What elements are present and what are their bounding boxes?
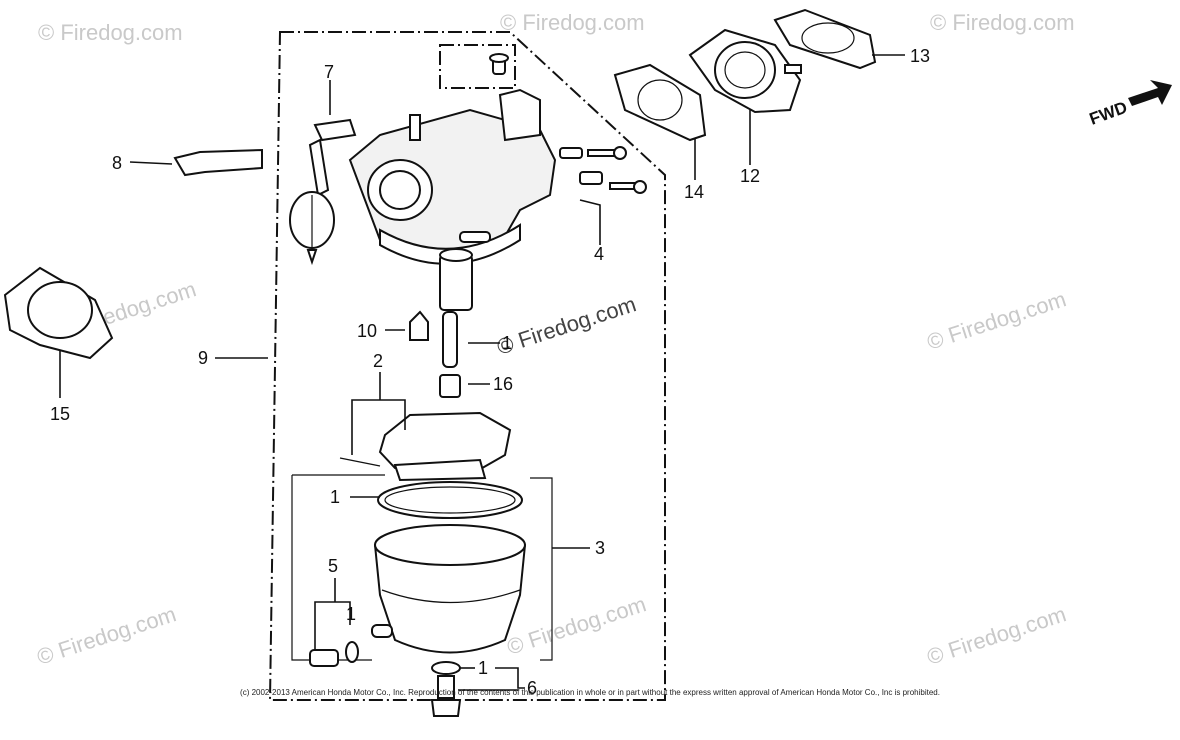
subassembly-frame-4 bbox=[439, 44, 516, 89]
callout-14: 14 bbox=[684, 182, 704, 202]
fwd-arrow-icon bbox=[1128, 80, 1172, 106]
watermark: © Firedog.com bbox=[504, 591, 649, 659]
callout-13: 13 bbox=[910, 46, 930, 66]
watermark: © Firedog.com bbox=[38, 20, 183, 45]
float bbox=[339, 411, 512, 482]
watermark-center: © Firedog.com bbox=[494, 291, 639, 359]
callout-7: 7 bbox=[324, 62, 334, 82]
callout-labels: 7 8 9 10 1 16 2 1 3 5 1 1 6 4 14 12 13 1… bbox=[50, 46, 930, 698]
assembly-frame bbox=[268, 31, 666, 701]
callout-5: 5 bbox=[328, 556, 338, 576]
callout-1-jet: 1 bbox=[502, 333, 512, 353]
callout-2: 2 bbox=[373, 351, 383, 371]
insulator-12 bbox=[688, 28, 802, 114]
fwd-label: FWD bbox=[1087, 98, 1130, 129]
callout-6: 6 bbox=[527, 678, 537, 698]
carburetor-body bbox=[348, 88, 557, 311]
callout-3: 3 bbox=[595, 538, 605, 558]
callout-15: 15 bbox=[50, 404, 70, 424]
callout-16: 16 bbox=[493, 374, 513, 394]
forward-indicator: FWD bbox=[1087, 80, 1172, 129]
leader-lines bbox=[59, 54, 905, 691]
adjusting-screws bbox=[489, 53, 647, 194]
copyright-notice: (c) 2002-2013 American Honda Motor Co., … bbox=[240, 688, 940, 697]
gasket-13 bbox=[773, 8, 877, 70]
choke-rod bbox=[173, 148, 263, 177]
gasket-15 bbox=[3, 266, 114, 360]
choke-lever bbox=[289, 118, 357, 266]
callout-10: 10 bbox=[357, 321, 377, 341]
watermark: © Firedog.com bbox=[500, 10, 645, 35]
gasket-14 bbox=[613, 63, 707, 142]
callout-1-gasket: 1 bbox=[330, 487, 340, 507]
float-chamber bbox=[371, 524, 527, 654]
callout-12: 12 bbox=[740, 166, 760, 186]
watermark: © Firedog.com bbox=[924, 601, 1069, 669]
callout-1-washer: 1 bbox=[346, 604, 356, 624]
callout-1-bolt: 1 bbox=[478, 658, 488, 678]
watermark-layer: © Firedog.com © Firedog.com © Firedog.co… bbox=[34, 10, 1075, 670]
watermark: © Firedog.com bbox=[930, 10, 1075, 35]
callout-4: 4 bbox=[594, 244, 604, 264]
watermark: © Firedog.com bbox=[924, 286, 1069, 354]
watermark: © Firedog.com bbox=[34, 601, 179, 669]
drain-screw bbox=[309, 641, 359, 667]
float-chamber-gasket bbox=[377, 481, 523, 519]
jets bbox=[409, 310, 461, 398]
callout-8: 8 bbox=[112, 153, 122, 173]
float-chamber-frame bbox=[291, 474, 553, 661]
callout-9: 9 bbox=[198, 348, 208, 368]
